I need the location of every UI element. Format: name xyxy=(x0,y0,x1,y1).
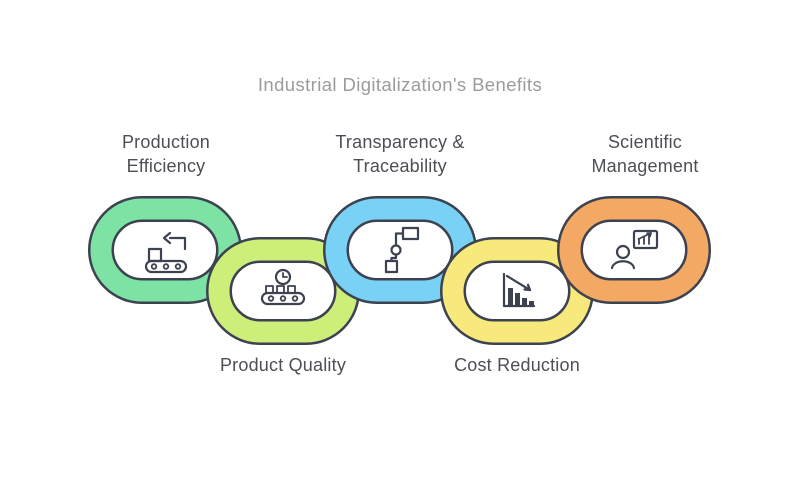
label-product-quality: Product Quality xyxy=(219,355,347,375)
clock-conveyor-icon xyxy=(260,268,306,306)
label-cost-reduction: Cost Reduction xyxy=(454,355,580,375)
diagram-title: Industrial Digitalization's Benefits xyxy=(257,74,543,95)
label-production-efficiency: Production Efficiency xyxy=(121,132,211,177)
chain-link-scientific-management xyxy=(557,196,711,304)
person-chart-icon xyxy=(610,229,659,270)
declining-chart-icon xyxy=(502,272,536,308)
label-transparency-traceability: Transparency & Traceability xyxy=(335,132,465,177)
robot-arm-conveyor-icon xyxy=(144,231,188,274)
flowchart-icon xyxy=(384,226,420,274)
label-scientific-management: Scientific Management xyxy=(591,132,699,177)
